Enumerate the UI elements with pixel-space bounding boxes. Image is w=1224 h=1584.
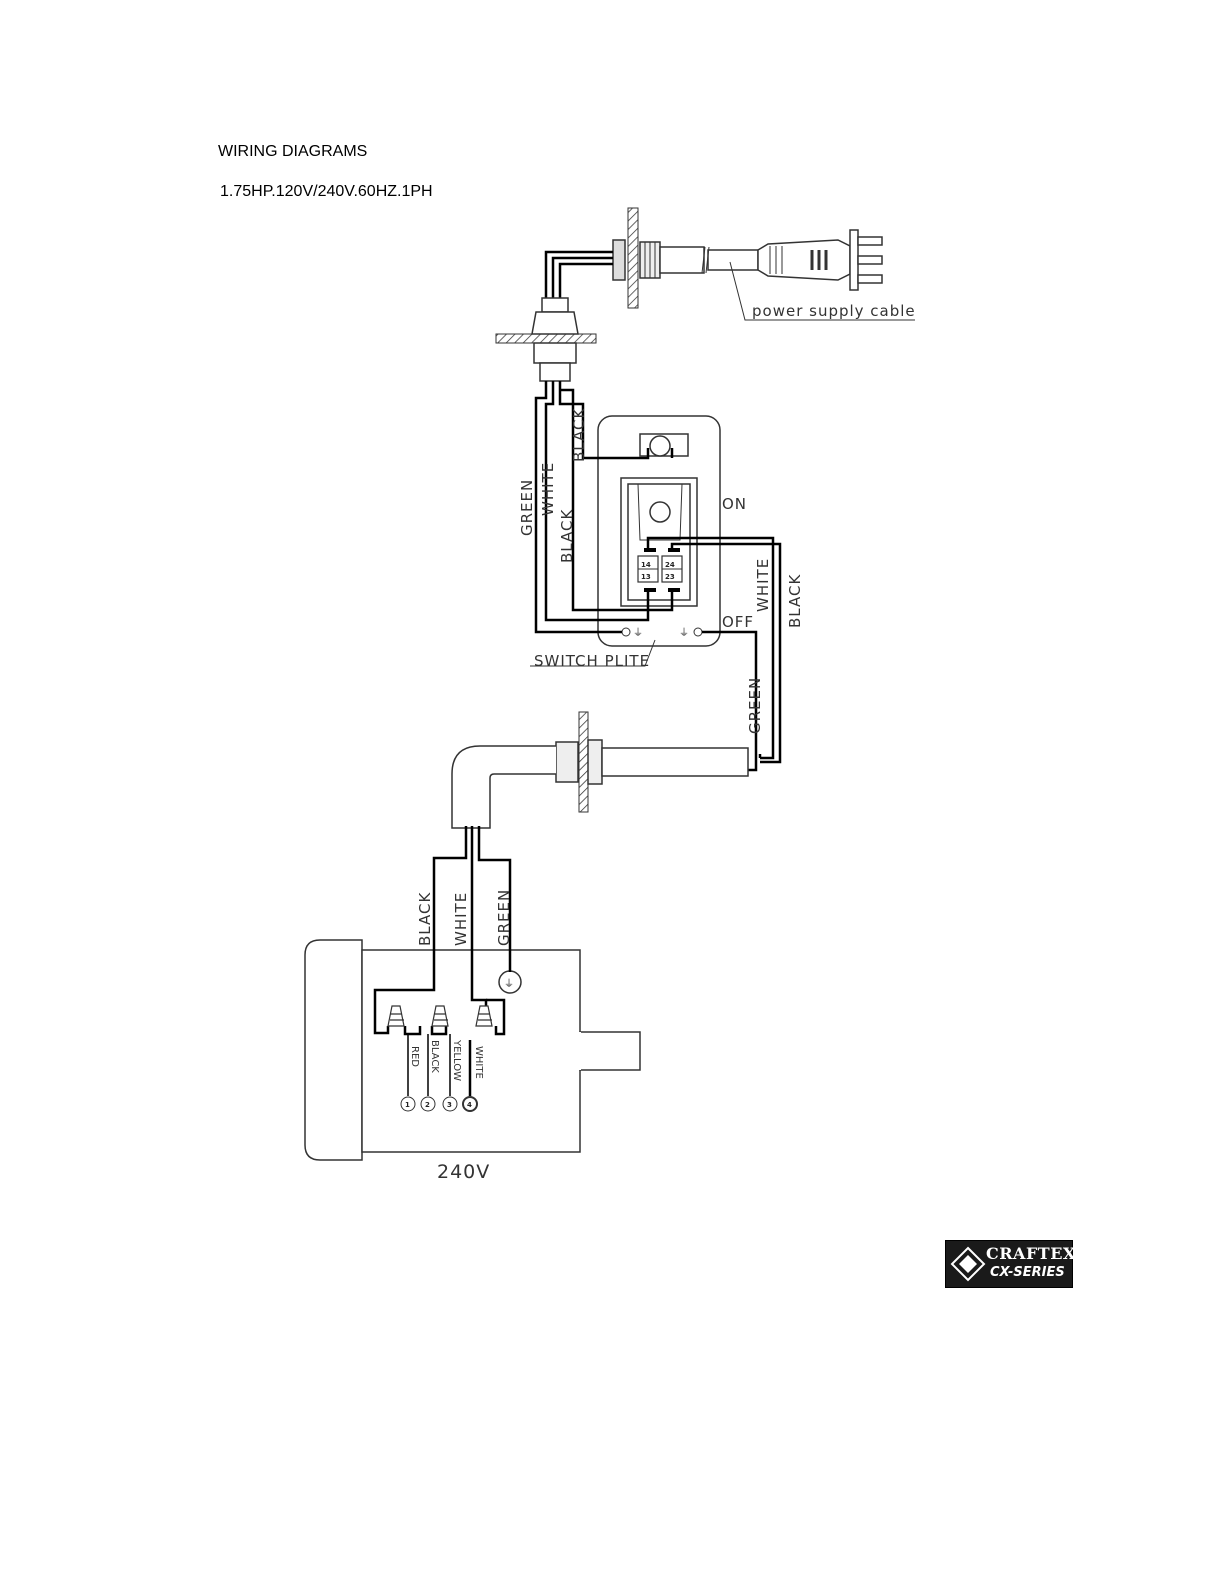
plug-wires bbox=[546, 252, 613, 300]
wire-label-green-right: GREEN bbox=[746, 677, 764, 734]
wire-label-black-upper: BLACK bbox=[570, 408, 588, 462]
craftex-logo: CRAFTEX CX-SERIES bbox=[945, 1240, 1073, 1288]
wire-label-white-upper: WHITE bbox=[539, 462, 557, 516]
motor-lead-2-number: 2 bbox=[425, 1101, 430, 1109]
terminal-13: 13 bbox=[641, 573, 651, 581]
svg-text:⏚: ⏚ bbox=[679, 627, 689, 639]
terminal-14: 14 bbox=[641, 561, 651, 569]
motor-lead-3-number: 3 bbox=[447, 1101, 452, 1109]
switch-off-label: OFF bbox=[722, 613, 754, 631]
motor-lead-4-number: 4 bbox=[467, 1101, 472, 1109]
power-cable-label: power supply cable bbox=[752, 302, 916, 320]
terminal-23: 23 bbox=[665, 573, 675, 581]
motor-lead-3-color: YELLOW bbox=[451, 1039, 462, 1081]
wire-label-black-right: BLACK bbox=[786, 574, 804, 628]
motor-cable bbox=[452, 712, 748, 828]
logo-line1: CRAFTEX bbox=[986, 1244, 1076, 1263]
motor-lead-1-number: 1 bbox=[405, 1101, 410, 1109]
motor-lead-4-color: WHITE bbox=[473, 1046, 484, 1079]
wire-label-black-motor: BLACK bbox=[416, 892, 434, 946]
motor-voltage-label: 240V bbox=[437, 1161, 490, 1183]
svg-text:⏚: ⏚ bbox=[633, 627, 643, 639]
motor-lead-2-color: BLACK bbox=[429, 1040, 440, 1073]
wire-label-black-mid: BLACK bbox=[558, 509, 576, 563]
logo-line2: CX-SERIES bbox=[990, 1265, 1065, 1280]
switch-plate-label: SWITCH PLITE bbox=[534, 652, 650, 670]
wire-label-white-motor: WHITE bbox=[452, 892, 470, 946]
cable-bushing-top bbox=[496, 298, 596, 381]
craftex-logo-icon bbox=[950, 1246, 986, 1282]
wire-label-green-motor: GREEN bbox=[495, 889, 513, 946]
wire-label-white-right: WHITE bbox=[754, 558, 772, 612]
wire-label-green-upper: GREEN bbox=[518, 479, 536, 536]
motor-lead-1-color: RED bbox=[409, 1046, 420, 1067]
terminal-24: 24 bbox=[665, 561, 675, 569]
switch-on-label: ON bbox=[722, 495, 747, 513]
svg-text:⏚: ⏚ bbox=[504, 978, 514, 990]
